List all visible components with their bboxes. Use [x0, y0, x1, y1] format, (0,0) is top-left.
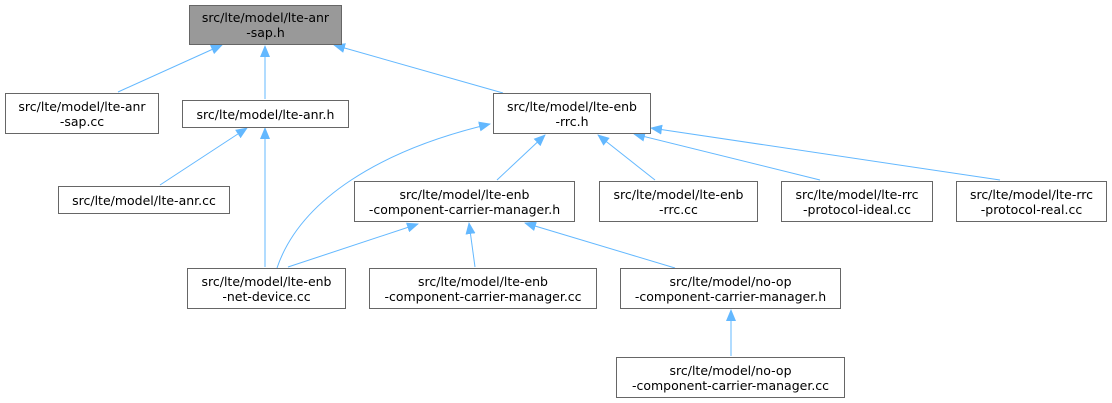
node-label-line: -component-carrier-manager.h — [368, 201, 561, 217]
node-label-line: -sap.cc — [59, 113, 105, 129]
node-label-line: src/lte/model/lte-rrc — [795, 186, 919, 202]
node-lte-rrc-protocol-real-cc[interactable]: src/lte/model/lte-rrc -protocol-real.cc — [956, 181, 1107, 222]
edge-noop-ccm-h-to-enb-ccm-h — [524, 221, 676, 269]
edge-enb-ccm-cc-to-enb-ccm-h — [465, 222, 476, 268]
node-label-line: -rrc.cc — [659, 201, 698, 217]
node-label-line: src/lte/model/lte-enb — [507, 98, 637, 114]
node-lte-anr-h[interactable]: src/lte/model/lte-anr.h — [182, 100, 349, 128]
node-lte-rrc-protocol-ideal-cc[interactable]: src/lte/model/lte-rrc -protocol-ideal.cc — [781, 181, 933, 222]
node-label-line: -protocol-ideal.cc — [803, 201, 911, 217]
node-label-line: src/lte/model/lte-enb — [399, 186, 530, 202]
edge-netdev-cc-to-enb-ccm-h — [287, 222, 419, 268]
node-label-line: -net-device.cc — [222, 288, 311, 304]
node-label-line: src/lte/model/lte-anr.h — [196, 106, 335, 122]
node-no-op-component-carrier-manager-h[interactable]: src/lte/model/no-op -component-carrier-m… — [620, 268, 841, 309]
node-lte-enb-component-carrier-manager-cc[interactable]: src/lte/model/lte-enb -component-carrier… — [369, 268, 597, 309]
edge-enb-rrc-cc-to-enb-rrc-h — [597, 134, 656, 181]
edge-anr-sap-cc-to-anr-sap-h — [117, 44, 223, 93]
node-lte-anr-cc[interactable]: src/lte/model/lte-anr.cc — [58, 186, 230, 214]
edge-enb-rrc-h-to-anr-sap-h — [333, 43, 504, 94]
edge-rrc-ideal-cc-to-enb-rrc-h — [633, 131, 821, 181]
edge-rrc-real-cc-to-enb-rrc-h — [650, 124, 1001, 181]
node-lte-anr-sap-cc[interactable]: src/lte/model/lte-anr -sap.cc — [5, 93, 159, 134]
edge-enb-ccm-h-to-enb-rrc-h — [496, 134, 546, 181]
node-label-line: -sap.h — [246, 25, 285, 40]
node-label-line: src/lte/model/lte-enb — [418, 273, 548, 289]
node-lte-enb-component-carrier-manager-h[interactable]: src/lte/model/lte-enb -component-carrier… — [354, 181, 575, 222]
node-label-line: src/lte/model/no-op — [669, 362, 792, 378]
node-lte-enb-rrc-cc[interactable]: src/lte/model/lte-enb -rrc.cc — [599, 181, 758, 222]
node-label-line: src/lte/model/lte-enb — [201, 273, 332, 289]
node-label-line: -component-carrier-manager.h — [634, 288, 827, 304]
node-label-line: src/lte/model/lte-rrc — [969, 186, 1094, 202]
node-label-line: -protocol-real.cc — [980, 201, 1083, 217]
edge-netdev-cc-to-enb-rrc-h — [276, 121, 491, 269]
node-lte-enb-rrc-h[interactable]: src/lte/model/lte-enb -rrc.h — [493, 93, 651, 134]
node-label-line: src/lte/model/lte-enb — [613, 186, 744, 202]
node-label-line: src/lte/model/lte-anr.cc — [72, 192, 216, 208]
node-lte-anr-sap-h[interactable]: src/lte/model/lte-anr -sap.h — [189, 5, 342, 45]
edge-anr-cc-to-anr-h — [159, 127, 248, 186]
node-lte-enb-net-device-cc[interactable]: src/lte/model/lte-enb -net-device.cc — [187, 268, 346, 309]
node-label-line: src/lte/model/lte-anr — [201, 10, 330, 25]
node-no-op-component-carrier-manager-cc[interactable]: src/lte/model/no-op -component-carrier-m… — [616, 357, 845, 398]
node-label-line: -component-carrier-manager.cc — [631, 377, 830, 393]
node-label-line: -component-carrier-manager.cc — [384, 288, 582, 304]
node-label-line: src/lte/model/lte-anr — [18, 98, 146, 114]
node-label-line: -rrc.h — [555, 113, 589, 129]
node-label-line: src/lte/model/no-op — [669, 273, 792, 289]
